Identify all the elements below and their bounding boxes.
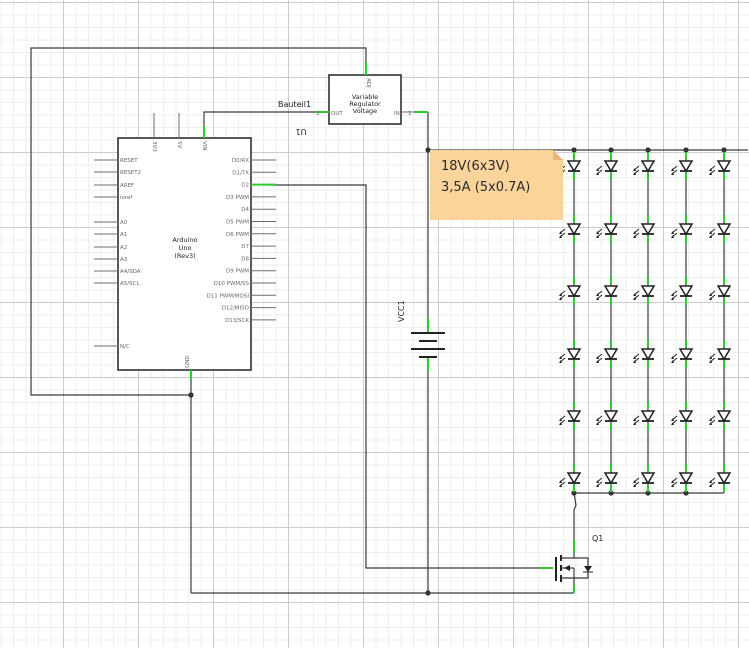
note-line-current: 3,5A (5x0.7A) <box>441 180 531 195</box>
arduino-pin-right-label: D12/MISO <box>222 306 250 312</box>
arduino-pin-left-label: N/C <box>120 344 130 350</box>
led <box>671 402 694 430</box>
junction-dot <box>425 590 431 596</box>
led <box>596 464 619 492</box>
arduino-pin-left-label: RESET <box>120 158 138 164</box>
led <box>671 464 694 492</box>
led <box>671 277 694 305</box>
reg-in-label: IN <box>394 111 400 117</box>
arduino-pin-left-label: A0 <box>120 220 128 226</box>
arduino-pin-right-label: D10 PWM/SS <box>214 281 250 287</box>
led <box>709 402 732 430</box>
led <box>671 340 694 368</box>
arduino-pin-right-label: D2 <box>241 183 249 189</box>
mosfet-label: Q1 <box>592 534 603 543</box>
led <box>596 152 619 180</box>
led <box>633 402 656 430</box>
led <box>633 277 656 305</box>
battery-vcc1: VCC1 <box>397 300 445 372</box>
arduino-pin-right-label: D0/RX <box>232 158 249 164</box>
arduino-pin-left-label: A3 <box>120 257 128 263</box>
arduino-pin-left-label: A4/SDA <box>120 269 141 275</box>
note-line-voltage: 18V(6x3V) <box>441 159 510 174</box>
reg-title-2: Regulator <box>349 100 381 108</box>
arduino-pin-right-label: D4 <box>241 207 249 213</box>
led-matrix <box>559 150 732 493</box>
led <box>559 340 582 368</box>
led <box>709 215 732 243</box>
junction-dot <box>425 147 431 153</box>
led <box>596 340 619 368</box>
arduino-pin-right-label: D7 <box>241 244 249 250</box>
arduino-pin-left-label: RESET2 <box>120 170 141 176</box>
led <box>633 464 656 492</box>
led <box>709 340 732 368</box>
arduino-pin-right-label: D1/TX <box>232 170 249 176</box>
arduino-pin-left-label: ioref <box>120 195 133 201</box>
arduino-pin-left-label: AREF <box>120 183 134 189</box>
led <box>709 277 732 305</box>
led <box>596 277 619 305</box>
led <box>671 215 694 243</box>
arduino-pin-left-label: A1 <box>120 232 127 238</box>
led <box>671 152 694 180</box>
arduino-pin-top-label: 3V3 <box>151 141 157 152</box>
arduino-pin-top-label: VIN <box>201 141 207 151</box>
mosfet-q1: Q1 <box>540 534 603 593</box>
reg-title-3: Voltage <box>353 107 377 115</box>
voltage-regulator: ADJ Variable Regulator Voltage OUT IN 3 … <box>278 62 428 136</box>
arduino-pin-top-label: 5V <box>176 141 182 148</box>
arduino-pin-right-label: D8 <box>241 256 249 262</box>
note-fold <box>553 150 563 160</box>
arduino-pin-right-label: D3 PWM <box>226 195 249 201</box>
reg-pin3-label: 3 <box>316 111 320 117</box>
arduino-title-2: Uno <box>179 244 192 252</box>
reg-adj-label: ADJ <box>365 78 371 88</box>
led <box>633 215 656 243</box>
led <box>559 277 582 305</box>
led <box>596 402 619 430</box>
arduino-pin-right-label: D11 PWM/MOSI <box>206 293 249 299</box>
reg-net-label: Bauteil1 <box>278 100 311 109</box>
led <box>559 402 582 430</box>
reg-pin1-label: 1 <box>408 111 412 117</box>
battery-label: VCC1 <box>397 300 406 322</box>
reg-title-1: Variable <box>352 93 378 101</box>
arduino-title-3: (Rev3) <box>174 252 195 260</box>
arduino-pin-right-label: D5 PWM <box>226 220 249 226</box>
led <box>709 464 732 492</box>
arduino-pin-right-label: D9 PWM <box>226 269 249 275</box>
arduino-pins-top: 3V3 5V VIN <box>151 113 207 152</box>
note-box <box>430 150 563 220</box>
reg-ref-label: U1 <box>296 127 307 136</box>
arduino-pin-right-label: D13/SCK <box>225 318 249 324</box>
arduino-gnd-label: GND <box>185 355 191 368</box>
arduino-pin-right-label: D6 PWM <box>226 232 249 238</box>
arduino-title-1: Arduino <box>172 236 197 244</box>
arduino-pin-left-label: A5/SCL <box>120 281 140 287</box>
reg-out-label: OUT <box>331 111 343 117</box>
led <box>559 464 582 492</box>
led <box>596 215 619 243</box>
led <box>633 340 656 368</box>
led <box>559 215 582 243</box>
led <box>709 152 732 180</box>
led <box>633 152 656 180</box>
junction-dot <box>188 392 194 398</box>
arduino-pin-left-label: A2 <box>120 245 127 251</box>
